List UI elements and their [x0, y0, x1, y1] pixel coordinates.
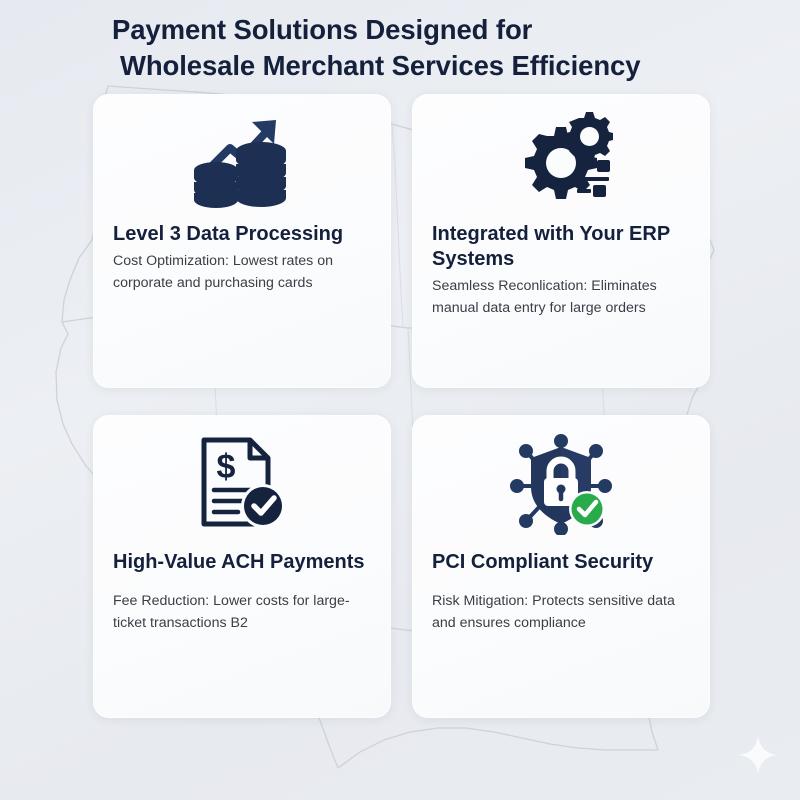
card-title: Level 3 Data Processing — [113, 223, 344, 245]
card-icon-slot — [113, 94, 371, 222]
feature-card-erp-integration[interactable]: Integrated with Your ERP Systems Seamles… — [412, 94, 710, 388]
coin-stacks-growth-arrow-icon — [194, 120, 286, 208]
page-title-line-2: Wholesale Merchant Services Efficiency — [120, 50, 641, 81]
page-title: Payment Solutions Designed for Wholesale… — [108, 12, 748, 84]
card-icon-slot — [432, 94, 690, 222]
card-description: Cost Optimization: Lowest rates on corpo… — [113, 253, 334, 291]
card-icon-slot: $ — [113, 415, 371, 550]
card-description: Risk Mitigation: Protects sensitive data… — [432, 593, 675, 631]
card-description: Fee Reduction: Lower costs for large-tic… — [113, 593, 350, 631]
feature-card-level3-data-processing[interactable]: Level 3 Data Processing Cost Optimizatio… — [93, 94, 391, 388]
card-row-top: Level 3 Data Processing Cost Optimizatio… — [93, 94, 710, 388]
feature-card-pci-compliant-security[interactable]: PCI Compliant Security Risk Mitigation: … — [412, 415, 710, 718]
shield-lock-network-check-icon — [510, 433, 612, 535]
card-description: Seamless Reconlication: Eliminates manua… — [432, 278, 657, 316]
feature-card-high-value-ach-payments[interactable]: $ High-Value ACH Payments Fe — [93, 415, 391, 718]
feature-card-grid: Level 3 Data Processing Cost Optimizatio… — [93, 94, 710, 718]
card-row-bottom: $ High-Value ACH Payments Fe — [93, 415, 710, 718]
gears-settings-sliders-icon — [525, 112, 613, 199]
card-title: High-Value ACH Payments — [113, 551, 365, 573]
invoice-document-dollar-check-icon: $ — [201, 437, 285, 528]
card-title: PCI Compliant Security — [432, 551, 654, 573]
card-icon-slot — [432, 415, 690, 550]
svg-text:$: $ — [217, 448, 236, 486]
card-title: Integrated with Your ERP Systems — [432, 223, 670, 270]
page-title-line-1: Payment Solutions Designed for — [112, 14, 533, 45]
sparkle-star-icon — [739, 736, 777, 774]
